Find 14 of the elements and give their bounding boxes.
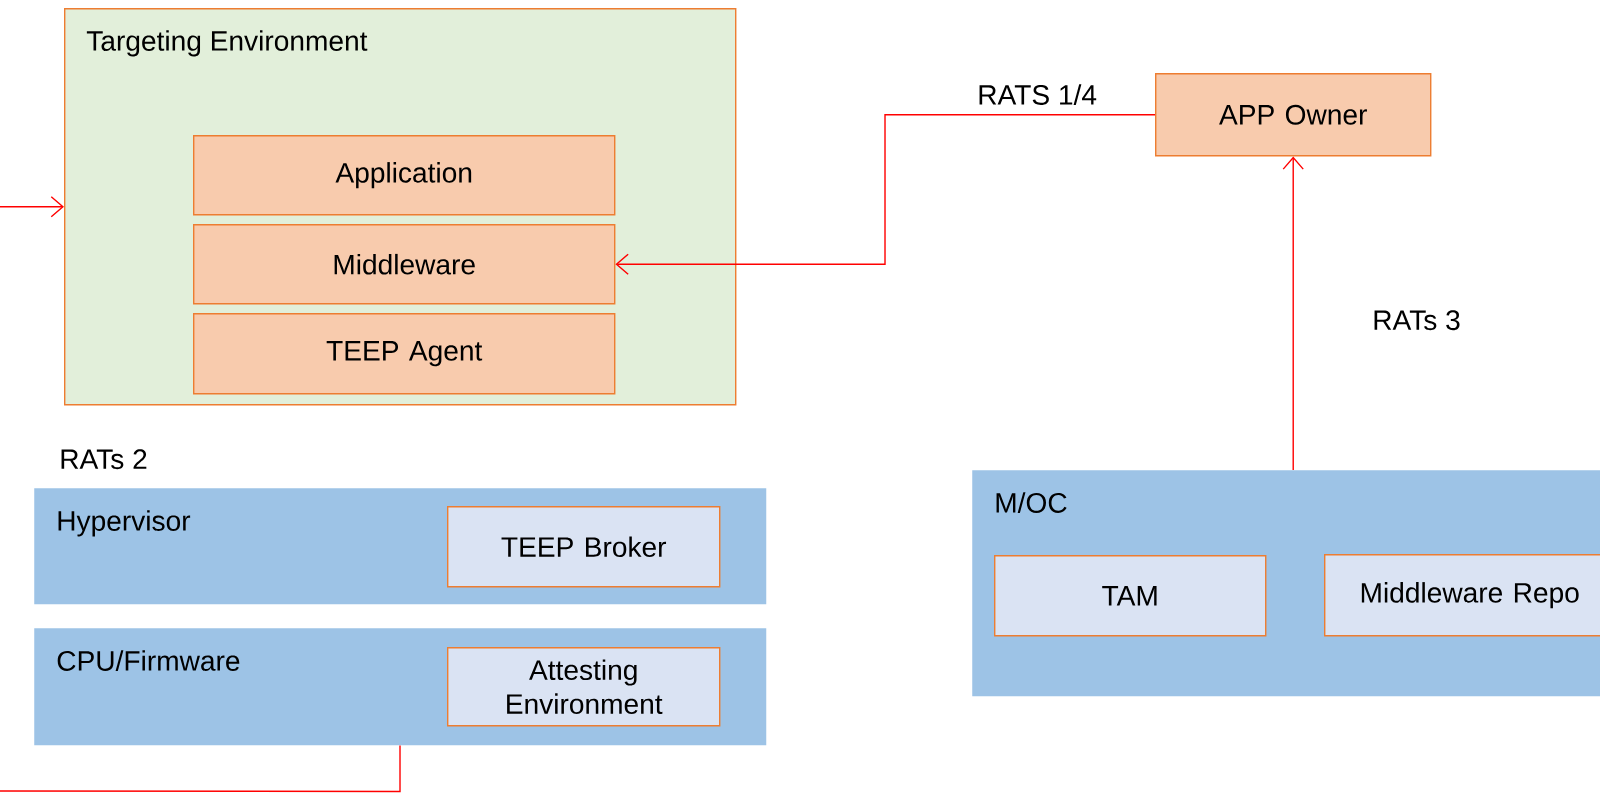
layer-box: TEEP Agent (193, 313, 616, 395)
arrow (0, 196, 401, 793)
layer-box: Middleware (193, 224, 616, 305)
layer-box: APP Owner (1155, 73, 1432, 157)
layer-box: Application (193, 135, 616, 216)
edge-label: RATs 3 (1374, 310, 1460, 331)
arrow (615, 114, 1156, 275)
edge-label: RATS 1/4 (979, 84, 1097, 105)
component-box: TAM (994, 555, 1267, 637)
component-box: TEEP Broker (447, 506, 721, 588)
component-box: Attesting Environment (447, 647, 721, 727)
edge-label: RATs 2 (61, 449, 147, 470)
arrow (1282, 156, 1304, 471)
component-box: Middleware Repo (1324, 554, 1600, 637)
